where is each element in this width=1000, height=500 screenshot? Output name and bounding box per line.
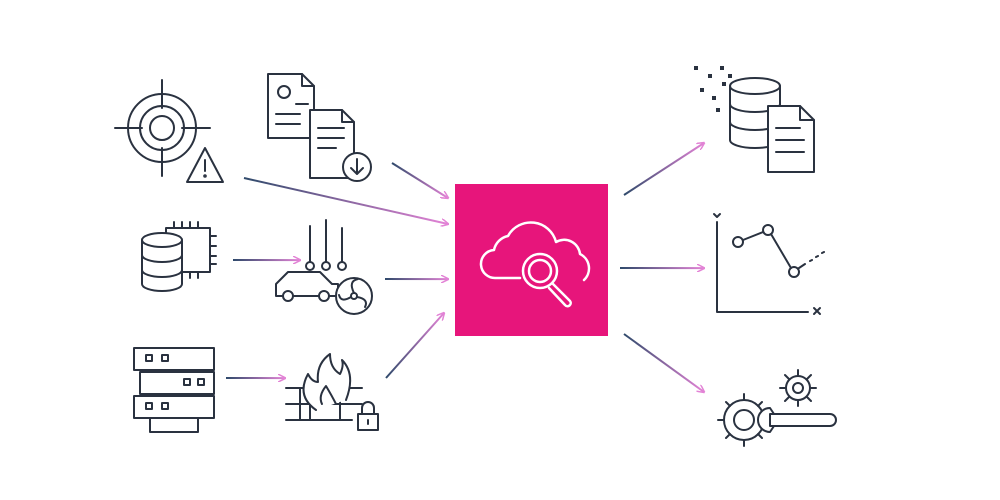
arrow-docs-to-hub [391,162,448,198]
firewall-icon [285,353,379,431]
arrow-target-to-hub [243,177,448,224]
iot-sensors-icon [275,219,373,315]
database-chip-icon [141,221,217,292]
arrow-hub-to-tools [623,333,704,392]
documents-download-icon [267,73,372,182]
line-chart-icon [713,213,825,315]
server-rack-icon [133,347,215,433]
hub-cloud-search [455,184,608,336]
gears-wrench-icon [717,369,837,447]
arrow-hub-to-storage [623,143,704,196]
database-documents-icon [694,66,815,173]
target-alert-icon [114,79,224,183]
cloud-search-icon [479,221,591,308]
arrow-firewall-to-hub [385,313,444,379]
